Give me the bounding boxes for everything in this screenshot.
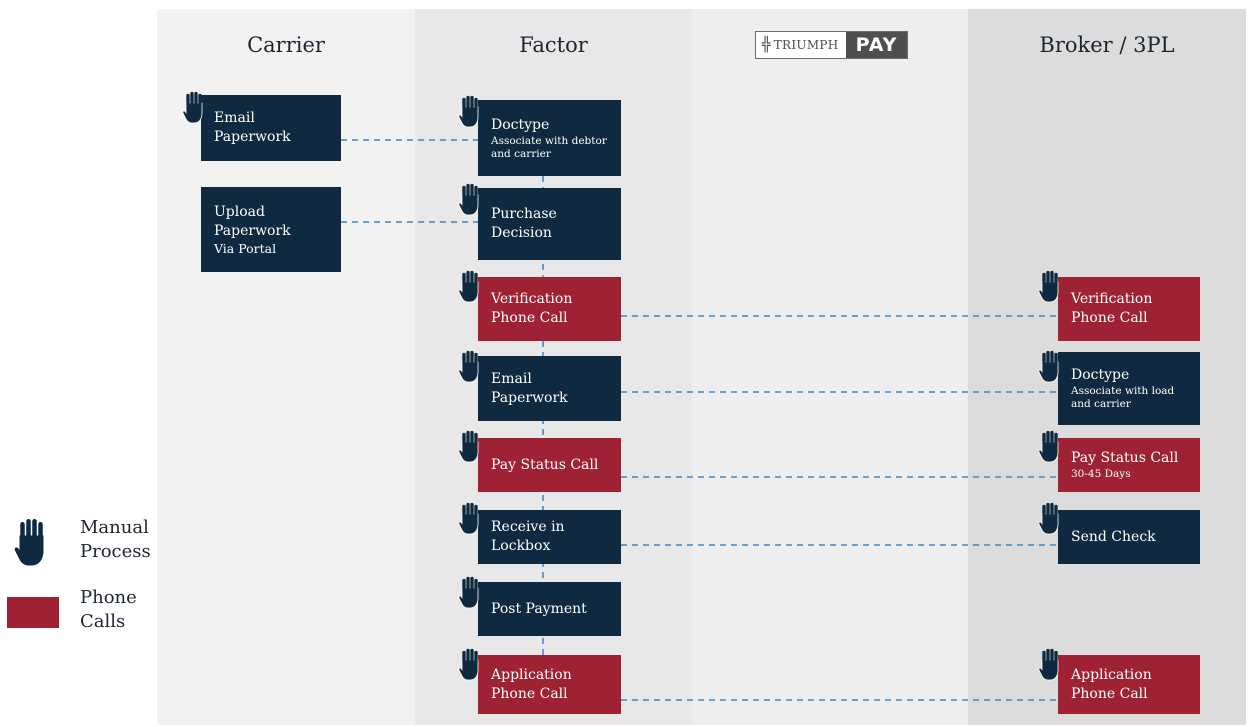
- factor-pay-status-call: Pay Status Call: [478, 438, 621, 492]
- hand-icon: [458, 430, 479, 463]
- factor-receive-lockbox: Receive in Lockbox: [478, 510, 621, 564]
- lane-triumph-pay: [692, 9, 968, 725]
- box-line: Send Check: [1071, 528, 1156, 545]
- legend-manual-line1: Manual: [80, 517, 149, 538]
- box-line: Paperwork: [491, 389, 568, 406]
- carrier-upload-paperwork: Upload Paperwork Via Portal: [201, 187, 341, 272]
- lane-header-carrier: Carrier: [247, 33, 325, 57]
- box-line: Upload: [214, 204, 265, 220]
- legend-phone-line1: Phone: [80, 587, 137, 608]
- hand-icon: [1038, 648, 1059, 681]
- hand-icon: [1038, 270, 1059, 303]
- legend-manual-line2: Process: [80, 541, 151, 562]
- legend-manual-label: Manual Process: [80, 516, 151, 564]
- box-line: Phone Call: [1071, 685, 1148, 702]
- hand-icon: [182, 91, 203, 124]
- lane-header-factor: Factor: [519, 33, 588, 57]
- box-line: Verification: [1071, 291, 1153, 307]
- box-line: Purchase: [491, 206, 557, 222]
- hand-icon: [458, 576, 479, 609]
- broker-send-check: Send Check: [1058, 510, 1200, 564]
- box-line: Paperwork: [214, 223, 291, 239]
- box-sub: Via Portal: [214, 241, 277, 256]
- factor-verification-call: Verification Phone Call: [478, 277, 621, 341]
- box-line: Phone Call: [491, 310, 568, 326]
- hand-icon: [458, 648, 479, 681]
- box-line: Decision: [491, 225, 552, 241]
- hand-icon: [1038, 502, 1059, 535]
- hand-icon: [1038, 350, 1059, 383]
- box-line: Phone Call: [1071, 310, 1148, 326]
- broker-doctype: Doctype Associate with load and carrier: [1058, 352, 1200, 425]
- box-line: Doctype: [491, 116, 550, 133]
- box-line: Paperwork: [214, 129, 291, 145]
- box-line: Phone Call: [491, 685, 568, 702]
- box-line: Post Payment: [491, 600, 587, 617]
- box-line: Receive in: [491, 519, 565, 535]
- legend-phone-line2: Calls: [80, 611, 126, 632]
- cross-icon: ╬: [762, 37, 771, 53]
- box-line: Verification: [491, 291, 573, 307]
- hand-icon: [458, 502, 479, 535]
- hand-icon: [458, 95, 479, 128]
- broker-verification-call: Verification Phone Call: [1058, 277, 1200, 341]
- logo-left-text: TRIUMPH: [773, 38, 839, 52]
- factor-post-payment: Post Payment: [478, 582, 621, 636]
- hand-icon: [14, 519, 44, 566]
- lane-header-broker: Broker / 3PL: [1039, 33, 1175, 57]
- hand-icon: [458, 270, 479, 303]
- hand-icon: [1038, 430, 1059, 463]
- box-line: Lockbox: [491, 538, 551, 554]
- box-line: Pay Status Call: [1071, 450, 1179, 466]
- box-line: Application: [1071, 666, 1152, 683]
- box-sub: Associate with load and carrier: [1071, 385, 1175, 410]
- box-line: Email: [214, 110, 255, 126]
- box-line: Doctype: [1071, 367, 1130, 383]
- factor-email-paperwork: Email Paperwork: [478, 356, 621, 421]
- legend-phone-label: Phone Calls: [80, 586, 137, 634]
- box-line: Pay Status Call: [491, 456, 599, 473]
- box-sub: 30-45 Days: [1071, 468, 1131, 480]
- factor-purchase-decision: Purchase Decision: [478, 188, 621, 260]
- legend-phone-swatch: [7, 597, 59, 628]
- factor-application-call: Application Phone Call: [478, 655, 621, 714]
- factor-doctype: Doctype Associate with debtor and carrie…: [478, 100, 621, 176]
- carrier-email-paperwork: Email Paperwork: [201, 95, 341, 161]
- broker-pay-status-call: Pay Status Call 30-45 Days: [1058, 438, 1200, 492]
- broker-application-call: Application Phone Call: [1058, 655, 1200, 714]
- hand-icon: [458, 183, 479, 216]
- hand-icon: [458, 350, 479, 383]
- logo-right-text: PAY: [846, 32, 907, 58]
- box-sub: Associate with debtor and carrier: [491, 134, 607, 160]
- box-line: Email: [491, 370, 532, 387]
- triumph-pay-logo: ╬TRIUMPH PAY: [755, 31, 908, 59]
- box-line: Application: [491, 666, 572, 683]
